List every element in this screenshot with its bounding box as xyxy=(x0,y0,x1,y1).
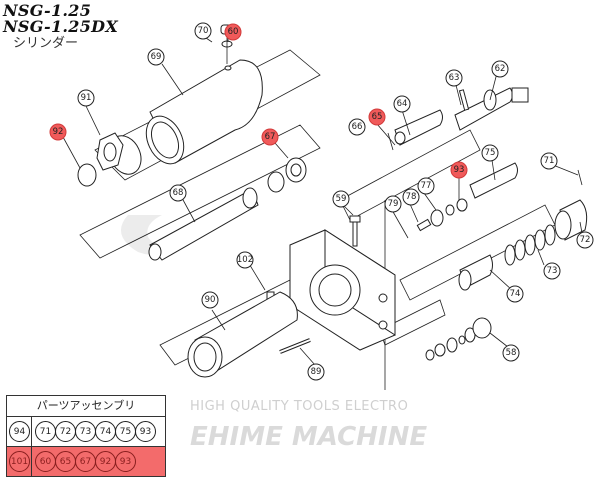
svg-text:78: 78 xyxy=(406,192,417,202)
assembly-part: 93 xyxy=(135,421,156,442)
spring-part xyxy=(504,224,556,266)
assembly-part: 60 xyxy=(35,451,56,472)
callout-77: 77 xyxy=(417,177,435,195)
svg-text:65: 65 xyxy=(372,112,383,122)
svg-text:90: 90 xyxy=(205,295,216,305)
callout-79: 79 xyxy=(384,195,402,213)
sleeve-part xyxy=(554,169,588,241)
bolt-part xyxy=(349,215,361,247)
assembly-table-header: パーツアッセンブリ xyxy=(7,396,165,417)
spool-assembly-part xyxy=(416,162,518,232)
callout-64: 64 xyxy=(393,95,411,113)
model-title-2: NSG-1.25DX xyxy=(3,17,119,36)
cylinder-body-part xyxy=(145,59,263,165)
callout-58: 58 xyxy=(502,344,520,362)
assembly-part: 65 xyxy=(55,451,76,472)
callout-90: 90 xyxy=(201,291,219,309)
assembly-part: 71 xyxy=(35,421,56,442)
assembly-part: 73 xyxy=(75,421,96,442)
svg-text:73: 73 xyxy=(547,266,558,276)
svg-text:59: 59 xyxy=(336,194,347,204)
callout-71: 71 xyxy=(540,152,558,170)
model-title-1: NSG-1.25 xyxy=(3,1,92,20)
svg-text:71: 71 xyxy=(544,156,555,166)
svg-text:92: 92 xyxy=(53,127,64,137)
callout-62: 62 xyxy=(491,60,509,78)
watermark-logo-icon xyxy=(120,215,178,256)
lower-valve-part xyxy=(425,317,492,361)
assembly-part: 93 xyxy=(115,451,136,472)
svg-text:62: 62 xyxy=(495,64,506,74)
assembly-key: 94 xyxy=(9,421,30,442)
svg-text:79: 79 xyxy=(388,199,399,209)
svg-text:66: 66 xyxy=(352,122,363,132)
assembly-part: 74 xyxy=(95,421,116,442)
svg-text:75: 75 xyxy=(485,148,496,158)
parts-assembly-table: パーツアッセンブリ 94 71 72 73 74 75 93 101 60 65… xyxy=(6,395,166,477)
callout-78: 78 xyxy=(402,188,420,206)
o-ring-part xyxy=(77,163,97,187)
svg-text:77: 77 xyxy=(421,181,432,191)
assembly-key: 101 xyxy=(9,451,30,472)
callout-59: 59 xyxy=(332,190,350,208)
svg-text:70: 70 xyxy=(198,26,209,36)
section-subtitle: シリンダー xyxy=(13,36,79,51)
assembly-part: 92 xyxy=(95,451,116,472)
callout-92: 92 xyxy=(49,123,67,141)
svg-text:74: 74 xyxy=(510,289,521,299)
callout-67: 67 xyxy=(261,128,279,146)
svg-text:68: 68 xyxy=(173,188,184,198)
callout-69: 69 xyxy=(147,48,165,66)
svg-text:58: 58 xyxy=(506,348,517,358)
svg-text:63: 63 xyxy=(449,73,460,83)
leader-lines xyxy=(62,34,583,366)
piston-rod-part xyxy=(148,187,259,261)
callout-68: 68 xyxy=(169,184,187,202)
assembly-part: 67 xyxy=(75,451,96,472)
nut-part xyxy=(96,132,142,175)
callout-65: 65 xyxy=(368,108,386,126)
assembly-part: 75 xyxy=(115,421,136,442)
callout-74: 74 xyxy=(506,285,524,303)
svg-text:72: 72 xyxy=(580,235,591,245)
assembly-row: 94 71 72 73 74 75 93 xyxy=(7,417,165,447)
callout-66: 66 xyxy=(348,118,366,136)
callout-75: 75 xyxy=(481,144,499,162)
callout-102: 102 xyxy=(236,251,254,269)
fitting-part xyxy=(458,254,493,291)
svg-text:64: 64 xyxy=(397,99,408,109)
valve-assembly-part xyxy=(394,87,529,146)
callout-63: 63 xyxy=(445,69,463,87)
svg-text:91: 91 xyxy=(81,93,92,103)
tube-part xyxy=(187,291,298,378)
seal-parts xyxy=(267,157,307,193)
svg-text:69: 69 xyxy=(151,52,162,62)
assembly-part: 72 xyxy=(55,421,76,442)
main-block-part xyxy=(289,229,396,351)
svg-text:89: 89 xyxy=(311,367,322,377)
callout-93: 93 xyxy=(450,161,468,179)
callout-73: 73 xyxy=(543,262,561,280)
svg-text:102: 102 xyxy=(237,255,253,265)
callout-70: 70 xyxy=(194,22,212,40)
callout-72: 72 xyxy=(576,231,594,249)
callout-60: 60 xyxy=(224,23,242,41)
assembly-row-highlighted: 101 60 65 67 92 93 xyxy=(7,447,165,476)
svg-text:67: 67 xyxy=(265,132,276,142)
svg-text:60: 60 xyxy=(228,27,239,37)
callout-89: 89 xyxy=(307,363,325,381)
callout-91: 91 xyxy=(77,89,95,107)
svg-text:93: 93 xyxy=(454,165,465,175)
